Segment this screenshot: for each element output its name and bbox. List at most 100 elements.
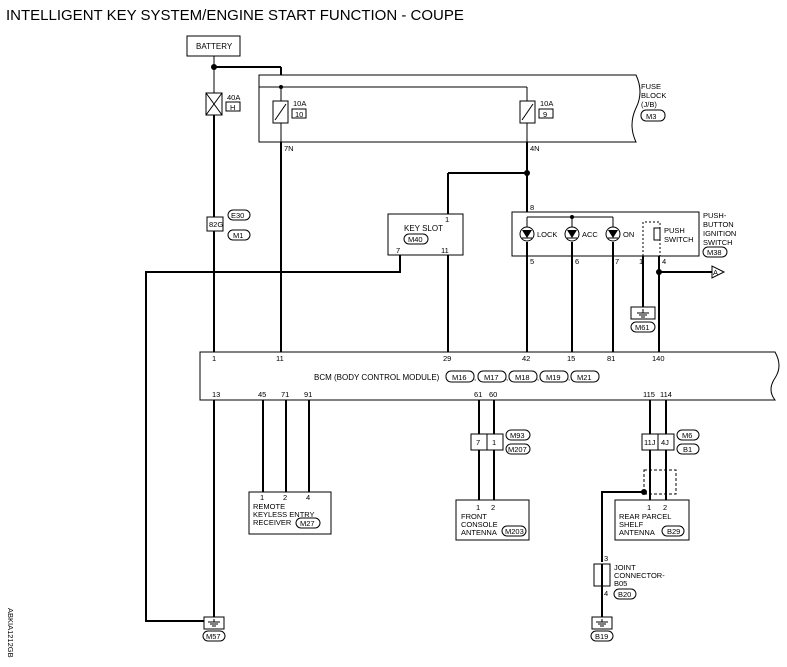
joint-pin3: 3 (604, 554, 608, 563)
ignition-switch-pin5: 5 (530, 257, 534, 266)
rke-pin4: 4 (306, 493, 310, 502)
bcm-pin-13: 13 (212, 390, 220, 399)
connector-e30-label: E30 (231, 211, 244, 220)
front-antenna-conn: M203 (505, 527, 524, 536)
svg-text:,: , (537, 373, 539, 382)
lock-label: LOCK (537, 230, 557, 239)
key-slot-conn: M40 (408, 235, 423, 244)
bcm-pin-140: 140 (652, 354, 665, 363)
ignition-switch-label-4: SWITCH (703, 238, 733, 247)
ignition-switch-pin8: 8 (530, 203, 534, 212)
front-antenna-pin1: 1 (476, 503, 480, 512)
connector-m207-label: M207 (508, 445, 527, 454)
svg-text:,: , (474, 373, 476, 382)
ignition-switch-pin4: 4 (662, 257, 666, 266)
fuse-block-outline (258, 74, 641, 143)
bcm-pin-15: 15 (567, 354, 575, 363)
ground-b19-label: B19 (595, 632, 608, 641)
connector-b1-label: B1 (683, 445, 692, 454)
key-slot-label: KEY SLOT (404, 224, 443, 233)
ignition-switch-conn: M38 (707, 248, 722, 257)
joint-label-3: B05 (614, 579, 627, 588)
shield-icon (643, 469, 677, 495)
front-antenna-label-2: CONSOLE (461, 520, 498, 529)
rke-label-2: KEYLESS ENTRY (253, 510, 315, 519)
connector-e30-pin: 82G (209, 220, 223, 229)
joint-pin4: 4 (604, 589, 608, 598)
svg-text:11J: 11J (644, 438, 656, 447)
connector-m93-label: M93 (510, 431, 525, 440)
ignition-switch-label-2: BUTTON (703, 220, 734, 229)
bcm-pin-115: 115 (643, 390, 655, 399)
front-antenna-label-3: ANTENNA (461, 528, 497, 537)
rke-pin2: 2 (283, 493, 287, 502)
arrow-a-icon (711, 265, 726, 279)
fuse-block-conn: M3 (646, 112, 656, 121)
wire-shield-joint (601, 491, 644, 562)
fuse-9-terminal: 4N (530, 144, 540, 153)
acc-label: ACC (582, 230, 598, 239)
push-switch-label-1: PUSH (664, 226, 685, 235)
ground-m57-icon (208, 619, 220, 627)
svg-text:,: , (506, 373, 508, 382)
bcm-pin-91: 91 (304, 390, 312, 399)
fuse-block-label-1: FUSE (641, 82, 661, 91)
front-antenna-pin2: 2 (491, 503, 495, 512)
bcm-pin-42: 42 (522, 354, 530, 363)
svg-text:M18: M18 (515, 373, 530, 382)
joint-label-1: JOINT (614, 563, 636, 572)
connector-e30 (206, 216, 224, 232)
connector-m1-label: M1 (233, 231, 243, 240)
rear-antenna-pin1: 1 (647, 503, 651, 512)
rear-antenna-label-3: ANTENNA (619, 528, 655, 537)
bcm-pin-61: 61 (474, 390, 482, 399)
key-slot-pin11: 11 (441, 246, 449, 255)
on-indicator-icon (605, 226, 621, 242)
bcm-pin-29: 29 (443, 354, 451, 363)
bcm-pin-71: 71 (281, 390, 289, 399)
rke-label-3: RECEIVER (253, 518, 292, 527)
connector-m6-label: M6 (682, 431, 692, 440)
fuse-block-label-2: BLOCK (641, 91, 666, 100)
diagram-title: INTELLIGENT KEY SYSTEM/ENGINE START FUNC… (6, 7, 464, 24)
fuse-10-amp: 10A (293, 99, 306, 108)
bcm-pin-114: 114 (660, 390, 672, 399)
svg-text:M21: M21 (577, 373, 592, 382)
rke-pin1: 1 (260, 493, 264, 502)
rear-antenna-pin2: 2 (663, 503, 667, 512)
rear-antenna-conn: B29 (667, 527, 680, 536)
ground-m57-label: M57 (206, 632, 221, 641)
ignition-switch-pin7: 7 (615, 257, 619, 266)
push-switch-label-2: SWITCH (664, 235, 694, 244)
ground-m57-box (203, 616, 225, 630)
diagram-code: ABKIA1212GB (6, 608, 15, 658)
svg-text:,: , (568, 373, 570, 382)
fuse-9-amp: 10A (540, 99, 553, 108)
acc-indicator-icon (564, 226, 580, 242)
bcm-pin-45: 45 (258, 390, 266, 399)
fuse-10-terminal: 7N (284, 144, 294, 153)
ground-b19-icon (596, 619, 608, 627)
ignition-switch-pin6: 6 (575, 257, 579, 266)
rke-label-1: REMOTE (253, 502, 285, 511)
ignition-switch-label-1: PUSH- (703, 211, 727, 220)
wire-keyslot-ground (145, 255, 401, 622)
lock-indicator-icon (519, 226, 535, 242)
key-slot-pin7: 7 (396, 246, 400, 255)
ignition-switch-pin1: 1 (639, 257, 643, 266)
battery-label: BATTERY (196, 42, 233, 51)
ground-b19-box (591, 616, 613, 630)
fuse-10-num: 10 (295, 110, 303, 119)
on-label: ON (623, 230, 634, 239)
svg-text:M19: M19 (546, 373, 561, 382)
svg-text:1: 1 (492, 438, 496, 447)
bcm-label: BCM (BODY CONTROL MODULE) (314, 373, 440, 382)
svg-text:4J: 4J (661, 438, 669, 447)
bcm-pin-1: 1 (212, 354, 216, 363)
rke-conn: M27 (300, 519, 315, 528)
front-antenna-label-1: FRONT (461, 512, 487, 521)
ignition-switch-label-3: IGNITION (703, 229, 736, 238)
svg-text:7: 7 (476, 438, 480, 447)
bcm-pin-11: 11 (276, 354, 284, 363)
